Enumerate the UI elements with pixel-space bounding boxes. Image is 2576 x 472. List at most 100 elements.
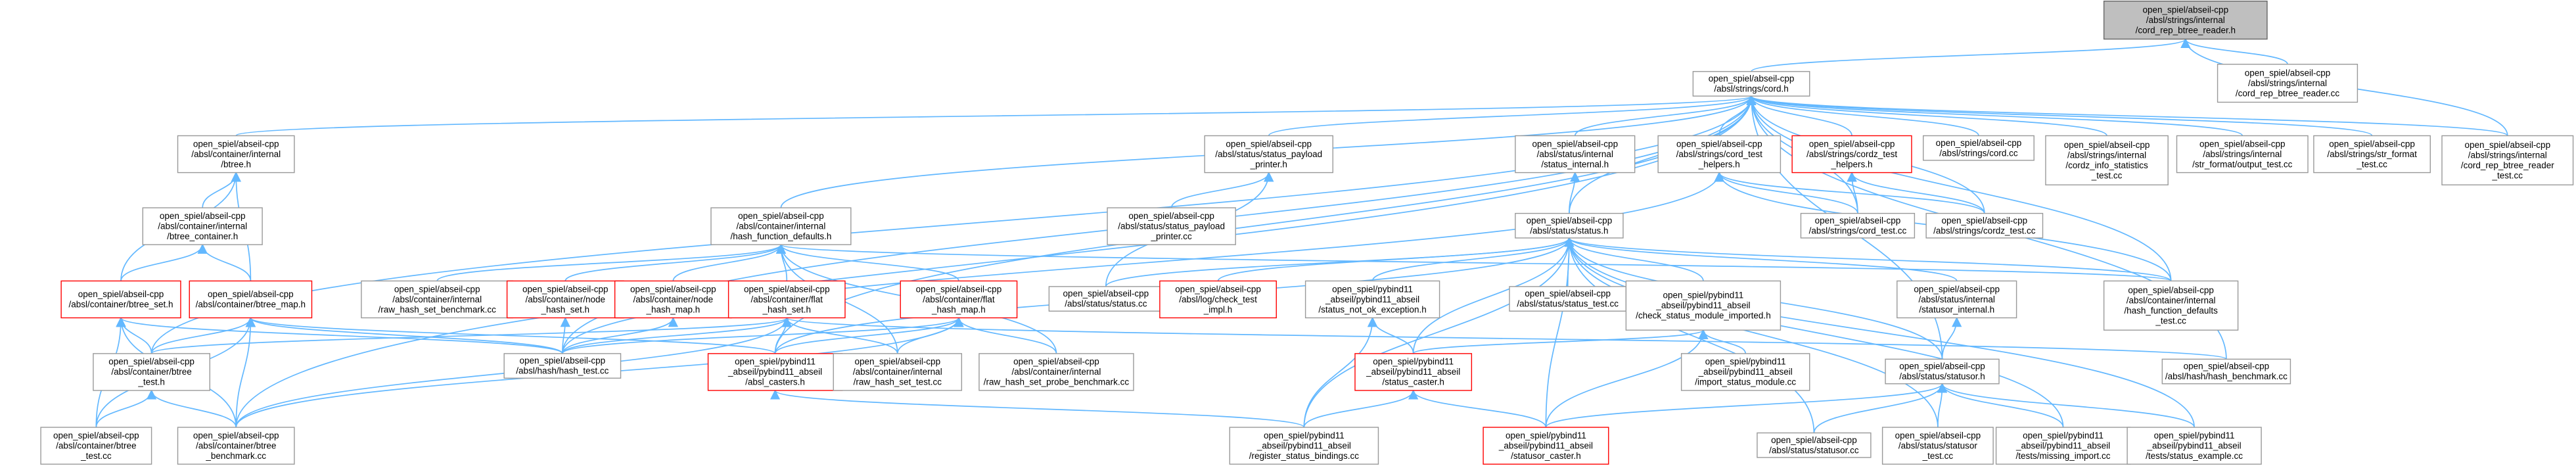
file-node[interactable]: open_spiel/abseil-cpp/absl/strings/inter… [2441,135,2574,185]
file-node[interactable]: open_spiel/abseil-cpp/absl/container/fla… [900,280,1018,319]
file-node-box [1657,135,1782,174]
file-node-label: open_spiel/pybind11 [1332,284,1413,294]
file-node-label: /register_status_bindings.cc [1249,451,1360,461]
file-node[interactable]: open_spiel/abseil-cpp/absl/container/btr… [189,280,313,319]
file-node-box [1229,427,1379,465]
file-node[interactable]: open_spiel/pybind11_abseil/pybind11_abse… [1995,427,2131,465]
file-node[interactable]: open_spiel/abseil-cpp/absl/container/nod… [614,280,732,319]
file-node-label: open_spiel/abseil-cpp [522,284,609,294]
dependency-edge [1412,329,1709,354]
dependency-edge [1564,237,2064,428]
file-node[interactable]: open_spiel/abseil-cpp/absl/strings/cordz… [1925,212,2044,239]
file-node[interactable]: open_spiel/abseil-cpp/absl/strings/cord.… [1692,71,1810,97]
file-node-label: open_spiel/abseil-cpp [1128,211,1214,221]
dependency-edge [1714,172,1858,214]
file-node[interactable]: open_spiel/abseil-cpp/absl/status/intern… [1897,280,2017,319]
file-node[interactable]: open_spiel/abseil-cpp/absl/hash/hash_ben… [2161,358,2291,385]
file-node[interactable]: open_spiel/abseil-cpp/absl/strings/str_f… [2313,135,2431,174]
dependency-edge [775,243,959,281]
file-node-label: /absl/strings/internal [2248,78,2327,88]
file-node-label: /absl/container/internal [392,295,482,304]
file-node-box [1515,135,1636,174]
root-file-node[interactable]: open_spiel/abseil-cpp/absl/strings/inter… [2103,0,2268,40]
file-node-label: _abseil/pybind11_abseil [1698,367,1793,377]
file-node-box [1995,427,2131,465]
file-node-label: open_spiel/abseil-cpp [1175,284,1261,294]
file-node-label: open_spiel/pybind11 [2023,431,2104,440]
file-node-label: _test.cc [1922,451,1954,461]
file-node-label: /absl/status/status_payload [1215,149,1322,159]
file-node[interactable]: open_spiel/abseil-cpp/absl/strings/cord.… [1922,135,2035,161]
file-node-label: /absl/container/btree_set.h [68,300,173,310]
dependency-edge [150,316,256,354]
file-node-box [1757,432,1872,458]
file-node-label: /absl/status/status_test.cc [1517,299,1619,309]
file-node[interactable]: open_spiel/abseil-cpp/absl/status/status… [1885,358,2000,385]
file-node-label: /absl/container/internal [853,367,942,377]
file-node-label: _benchmark.cc [205,451,266,461]
file-node[interactable]: open_spiel/abseil-cpp/absl/container/int… [142,207,263,245]
file-node[interactable]: open_spiel/abseil-cpp/absl/status/status… [1204,135,1333,174]
file-node[interactable]: open_spiel/abseil-cpp/absl/strings/cordz… [1791,135,1912,174]
file-node[interactable]: open_spiel/pybind11_abseil/pybind11_abse… [1625,280,1782,331]
file-node[interactable]: open_spiel/abseil-cpp/absl/container/fla… [727,280,846,319]
file-node[interactable]: open_spiel/abseil-cpp/absl/status/intern… [1515,135,1636,174]
file-node-label: /cord_rep_btree_reader.cc [2236,88,2340,98]
file-node[interactable]: open_spiel/abseil-cpp/absl/strings/inter… [2217,64,2358,103]
file-node[interactable]: open_spiel/abseil-cpp/absl/container/int… [177,135,295,174]
file-node[interactable]: open_spiel/pybind11_abseil/pybind11_abse… [1483,427,1609,465]
dependency-edge [774,316,964,354]
file-node-box [2103,280,2239,331]
file-node[interactable]: open_spiel/abseil-cpp/absl/hash/hash_tes… [503,353,622,379]
file-node[interactable]: open_spiel/abseil-cpp/absl/strings/inter… [2176,135,2309,174]
file-node[interactable]: open_spiel/pybind11_abseil/pybind11_abse… [2127,427,2262,465]
file-node-label: /absl/strings/cord_test.cc [1809,225,1907,235]
file-node[interactable]: open_spiel/abseil-cpp/absl/container/int… [710,207,852,245]
file-node-box [1800,212,1916,239]
file-node-label: /absl/container/internal [1012,367,1101,377]
dependency-edge [197,243,252,281]
file-node-label: _abseil/pybind11_abseil [1498,440,1593,450]
file-node-label: _test.cc [2155,316,2186,325]
file-node[interactable]: open_spiel/pybind11_abseil/pybind11_abse… [1304,280,1440,319]
file-node-label: /absl/container/btree [56,440,136,450]
file-node-box [1897,280,2017,319]
file-node[interactable]: open_spiel/pybind11_abseil/pybind11_abse… [1229,427,1379,465]
dependency-edge [1569,172,1580,214]
dependency-edge [954,316,1057,354]
file-node-label: open_spiel/abseil-cpp [1899,362,1985,371]
file-node[interactable]: open_spiel/abseil-cpp/absl/container/int… [2103,280,2239,331]
file-node[interactable]: open_spiel/abseil-cpp/absl/log/check_tes… [1159,280,1277,319]
file-node[interactable]: open_spiel/pybind11_abseil/pybind11_abse… [1680,353,1810,391]
dependency-edge [1746,95,1979,136]
file-node[interactable]: open_spiel/abseil-cpp/absl/container/int… [978,353,1134,391]
file-node-label: _hash_map.h [645,304,700,314]
file-node[interactable]: open_spiel/abseil-cpp/absl/container/btr… [40,427,152,465]
file-node[interactable]: open_spiel/abseil-cpp/absl/container/int… [833,353,963,391]
file-node[interactable]: open_spiel/abseil-cpp/absl/status/status… [1515,212,1624,239]
file-node[interactable]: open_spiel/abseil-cpp/absl/strings/cord_… [1800,212,1916,239]
file-node-label: /absl/container/flat [751,295,823,304]
file-node[interactable]: open_spiel/abseil-cpp/absl/container/btr… [60,280,181,319]
file-node-label: open_spiel/abseil-cpp [2199,139,2286,149]
file-node[interactable]: open_spiel/abseil-cpp/absl/status/status… [1757,432,1872,458]
file-node[interactable]: open_spiel/abseil-cpp/absl/status/status… [1509,286,1627,312]
file-node-label: /btree.h [221,159,251,169]
file-node[interactable]: open_spiel/abseil-cpp/absl/status/status… [1107,207,1236,245]
file-node[interactable]: open_spiel/pybind11_abseil/pybind11_abse… [1354,353,1473,391]
file-node-label: open_spiel/pybind11 [1373,357,1454,367]
file-node-label: /absl/status/status_payload [1118,221,1225,231]
file-node-box [2103,0,2268,40]
file-node[interactable]: open_spiel/abseil-cpp/absl/container/int… [361,280,514,319]
file-node[interactable]: open_spiel/abseil-cpp/absl/container/nod… [506,280,624,319]
file-node[interactable]: open_spiel/pybind11_abseil/pybind11_abse… [707,353,843,391]
file-node[interactable]: open_spiel/abseil-cpp/absl/container/btr… [93,353,210,391]
file-node[interactable]: open_spiel/abseil-cpp/absl/strings/inter… [2045,135,2169,185]
dependency-edge [561,316,964,354]
file-node-label: /statusor_internal.h [1919,304,1994,314]
dependency-edge [672,243,786,281]
file-node[interactable]: open_spiel/abseil-cpp/absl/strings/cord_… [1657,135,1782,174]
file-node[interactable]: open_spiel/abseil-cpp/absl/container/btr… [177,427,295,465]
file-node[interactable]: open_spiel/abseil-cpp/absl/status/status… [1881,427,1994,465]
file-node[interactable]: open_spiel/abseil-cpp/absl/status/status… [1048,286,1164,312]
